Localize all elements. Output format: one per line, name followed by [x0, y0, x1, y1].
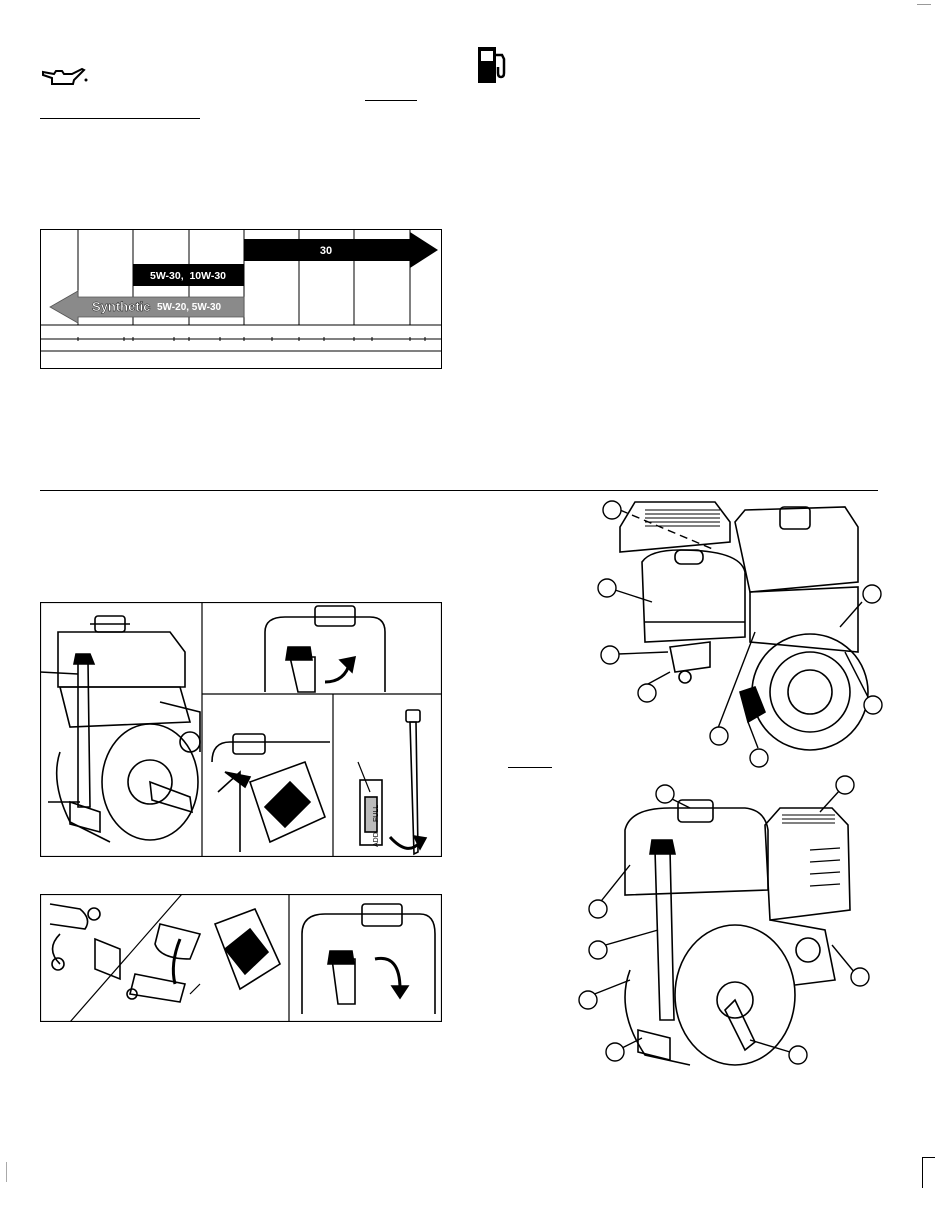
bar-synthetic-sublabel: 5W-20, 5W-30	[157, 302, 222, 313]
remove-dipstick-view	[264, 605, 386, 693]
corner-mark-top	[917, 4, 931, 13]
dipstick-detail-view	[357, 709, 428, 856]
wipe-dipstick-view	[211, 733, 330, 852]
oil-fill-illustration-panel	[40, 894, 442, 1022]
leader-line	[747, 721, 759, 749]
section-divider	[40, 490, 878, 491]
leader-line	[749, 1039, 791, 1053]
leader-line	[669, 797, 691, 809]
leader-line	[819, 789, 841, 813]
leader-line	[601, 929, 659, 947]
corner-mark-bottom-right	[922, 1157, 935, 1188]
bar-30-arrow	[244, 232, 438, 268]
callout-circles	[578, 775, 870, 1065]
bar-30-label: 30	[320, 245, 332, 257]
leader-line	[614, 589, 653, 603]
bar-synthetic-arrow	[49, 290, 245, 324]
drain-plug-view	[49, 903, 121, 981]
fuel-pump-icon	[478, 47, 506, 83]
underline-mark	[508, 767, 552, 768]
dipstick-full-label: FULL	[373, 805, 380, 822]
oil-pour-view	[126, 907, 282, 1003]
leader-line	[40, 671, 79, 675]
bar-synthetic-label: Synthetic	[92, 299, 151, 314]
oil-can-icon	[42, 67, 88, 85]
leader-line	[617, 651, 669, 655]
leader-line	[717, 631, 756, 729]
leader-line	[621, 1037, 643, 1049]
dipstick-add-label: ADD	[373, 832, 380, 847]
leader-line	[619, 509, 716, 551]
engine-side-view	[55, 615, 201, 843]
leader-line	[839, 601, 863, 628]
leader-line	[831, 944, 856, 974]
engine-illustration-bottom	[578, 775, 870, 1066]
underline-mark	[40, 118, 200, 119]
engine-illustration-top	[597, 500, 883, 768]
chart-ticks	[77, 337, 426, 341]
callout-circles	[597, 500, 883, 768]
leader-line	[844, 651, 869, 698]
bar-5w30-label: 5W-30, 10W-30	[150, 270, 226, 282]
leader-line	[597, 864, 631, 906]
bar-5w30-box	[133, 264, 244, 286]
corner-mark-bottom-left	[0, 1162, 7, 1182]
replace-dipstick-view	[301, 903, 436, 1014]
oil-viscosity-chart: 30 5W-30, 10W-30 Synthetic 5W-20, 5W-30	[40, 229, 442, 369]
oil-check-illustration-panel: ADD FULL	[40, 602, 442, 857]
underline-mark	[365, 100, 417, 101]
leader-line	[591, 979, 631, 996]
leader-line	[647, 671, 671, 685]
